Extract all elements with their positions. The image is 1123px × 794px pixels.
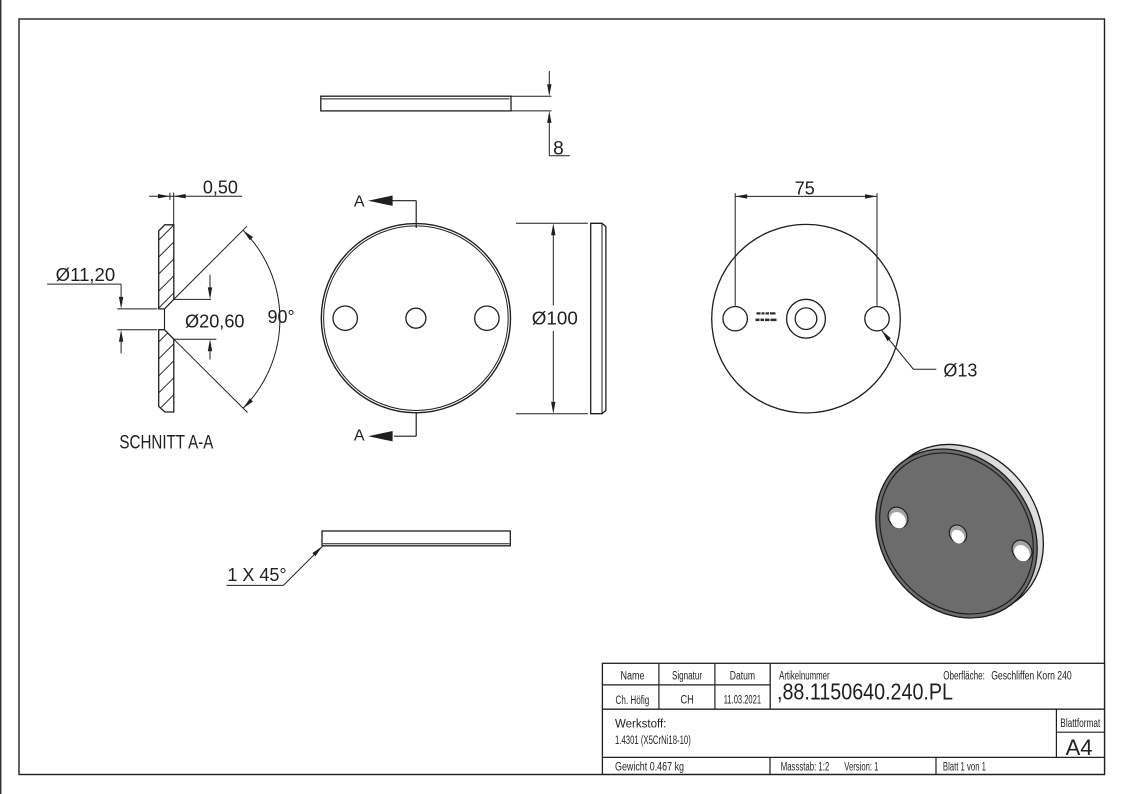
svg-text:Werkstoff:: Werkstoff: bbox=[615, 718, 666, 730]
svg-text:Gewicht 0.467 kg: Gewicht 0.467 kg bbox=[615, 761, 684, 773]
svg-text:Ø13: Ø13 bbox=[943, 361, 977, 381]
svg-text:Geschliffen Korn 240: Geschliffen Korn 240 bbox=[991, 670, 1071, 682]
svg-text:Name: Name bbox=[620, 671, 644, 683]
svg-text:1.4301 (X5CrNi18-10): 1.4301 (X5CrNi18-10) bbox=[615, 735, 691, 747]
svg-text:Version: 1: Version: 1 bbox=[844, 761, 878, 773]
svg-text:Massstab: 1:2: Massstab: 1:2 bbox=[781, 761, 830, 773]
svg-text:Signatur: Signatur bbox=[672, 671, 702, 683]
svg-text:1 X 45°: 1 X 45° bbox=[227, 565, 286, 585]
svg-text:A: A bbox=[354, 193, 365, 210]
svg-text:Blatt 1 von 1: Blatt 1 von 1 bbox=[943, 761, 986, 773]
svg-text:Ø20,60: Ø20,60 bbox=[185, 312, 245, 332]
svg-text:Ø11,20: Ø11,20 bbox=[56, 265, 116, 285]
svg-text:CH: CH bbox=[680, 695, 693, 707]
svg-text:SCHNITT A-A: SCHNITT A-A bbox=[119, 433, 213, 454]
svg-text:Ch. Höfig: Ch. Höfig bbox=[616, 695, 650, 707]
svg-text:Artikelnummer: Artikelnummer bbox=[779, 671, 830, 683]
svg-text:8: 8 bbox=[553, 139, 564, 160]
svg-text:11.03.2021: 11.03.2021 bbox=[724, 695, 761, 707]
svg-text:Blattformat: Blattformat bbox=[1060, 718, 1101, 730]
svg-text:Ø100: Ø100 bbox=[532, 308, 578, 328]
svg-text:,88.1150640.240.PL: ,88.1150640.240.PL bbox=[777, 679, 953, 705]
svg-text:Datum: Datum bbox=[730, 671, 755, 683]
svg-text:90°: 90° bbox=[268, 307, 295, 327]
svg-text:A: A bbox=[354, 428, 365, 445]
svg-text:0,50: 0,50 bbox=[203, 178, 238, 198]
svg-text:Oberfläche:: Oberfläche: bbox=[943, 670, 985, 682]
svg-text:75: 75 bbox=[795, 179, 815, 199]
svg-text:A4: A4 bbox=[1066, 735, 1093, 760]
